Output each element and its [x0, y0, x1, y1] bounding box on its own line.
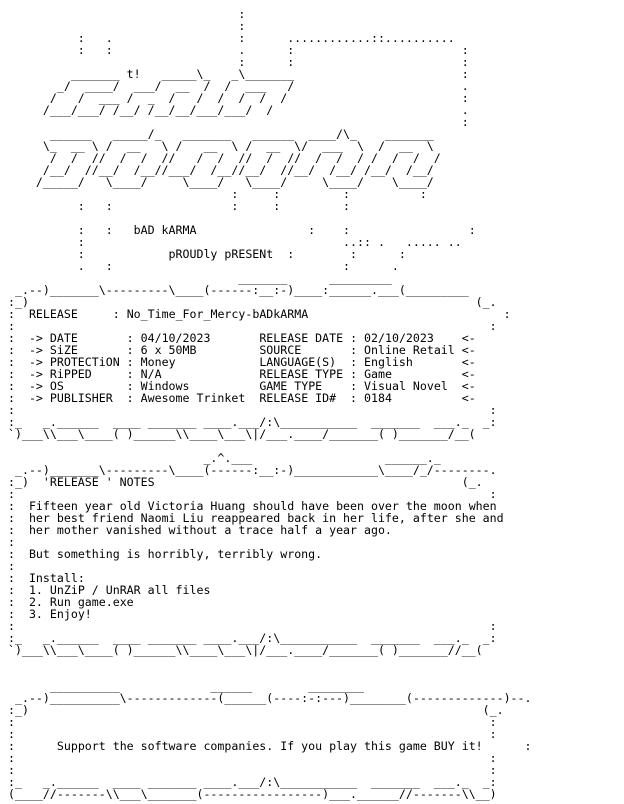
- intro-deco: : : :: [273, 247, 427, 261]
- nfo-document: : : : . : ............::.......... : : .…: [8, 7, 532, 801]
- info-label: PROTECTiON: [49, 355, 120, 369]
- info-label: DATE: [49, 331, 78, 345]
- release-name: No_Time_For_Mercy-bADkARMA: [126, 307, 309, 321]
- footer-box-top: __________ ______ ________: [8, 679, 476, 693]
- presents-line: pROUDly pRESENt: [168, 247, 274, 261]
- logo-line: / / ___ / _ / / / / / / :: [8, 91, 469, 105]
- release-box-top: _______ _________: [8, 271, 497, 285]
- notes-paragraph-line: her mother vanished without a trace half…: [28, 523, 392, 537]
- info-value: 02/10/2023: [364, 331, 434, 345]
- logo-line: _______ t! _____\_ _\_______ :: [8, 67, 469, 81]
- logo-line: : : : : :: [8, 199, 351, 213]
- info-value: Online Retail: [364, 343, 455, 357]
- logo-line: \_ __ \ / __ \ / __ \ / __ \/ ___ \ / __…: [8, 139, 434, 153]
- info-value: Windows: [140, 379, 190, 393]
- release-box-top: :_) (_.: [8, 295, 497, 309]
- logo-line: _/ ____/ ___/ __ / / ___ / .: [8, 79, 469, 93]
- logo-line: :: [8, 115, 469, 129]
- logo-line: / / // / / // / / // / // / / / / / / /: [8, 151, 441, 165]
- logo-line: : : :: [8, 55, 469, 69]
- info-value: Visual Novel: [364, 379, 448, 393]
- notes-box-bottom: :_ _.______ ____ _______ ____.___/:\____…: [8, 631, 497, 645]
- ascii-logo: : : : . : ............::.......... : : .…: [8, 7, 469, 213]
- info-value: Money: [140, 355, 176, 369]
- info-label: RiPPED: [49, 367, 92, 381]
- info-value: 0184: [364, 391, 392, 405]
- release-box-top: _.--)_______\---------\____(------:__:-)…: [8, 283, 469, 297]
- intro-deco: . : : .: [8, 259, 420, 273]
- footer-box-top: _.--)__________\-------------(______(---…: [8, 691, 532, 705]
- info-value: Game: [364, 367, 392, 381]
- info-value: N/A: [140, 367, 162, 381]
- group-name: bAD kARMA: [133, 223, 197, 237]
- install-step: 3. Enjoy!: [28, 607, 92, 621]
- intro-deco: : : :: [196, 223, 490, 237]
- install-step: 1. UnZiP / UnRAR all files: [28, 583, 211, 597]
- notes-paragraph: But something is horribly, terribly wron…: [28, 547, 323, 561]
- notes-box-top: _.--)_______\---------\____(------:__:-)…: [8, 463, 497, 477]
- intro-deco: : ..:: . ..... ..: [8, 235, 462, 249]
- info-label: RELEASE DATE: [259, 331, 344, 345]
- release-notes: : Fifteen year old Victoria Huang should…: [8, 499, 504, 621]
- logo-line: :: [8, 7, 246, 21]
- info-value: 04/10/2023: [140, 331, 211, 345]
- info-label: LANGUAGE(S): [259, 355, 337, 369]
- logo-line: : . : ............::..........: [8, 31, 455, 45]
- install-step: 2. Run game.exe: [28, 595, 134, 609]
- logo-line: : : . : :: [8, 43, 469, 57]
- info-label: RELEASE TYPE: [259, 367, 344, 381]
- info-label: SOURCE: [259, 343, 302, 357]
- notes-heading: 'RELEASE ' NOTES: [42, 475, 155, 489]
- info-value: English: [364, 355, 413, 369]
- logo-line: /___/___/ /__/ /__/__/___/___/ / .: [8, 103, 469, 117]
- footer-box-bottom: :_ _.______ ____ _______ ____.___/:\____…: [8, 775, 497, 789]
- logo-line: :: [8, 19, 246, 33]
- release-info-table: : -> DATE : 04/10/2023 RELEASE DATE : 02…: [8, 331, 476, 405]
- intro-deco: :: [8, 247, 169, 261]
- notes-paragraph-line: Fifteen year old Victoria Huang should h…: [28, 499, 497, 513]
- info-value: 6 x 50MB: [140, 343, 197, 357]
- info-label: SiZE: [49, 343, 78, 357]
- footer-box-bottom: (____//-------\\___\_______(------------…: [8, 787, 497, 801]
- intro-deco: : :: [8, 223, 134, 237]
- logo-line: ______ _____/_ _______ ______ ____/\_ __…: [8, 127, 434, 141]
- notes-box-top: _.^.___ ______._: [8, 451, 441, 465]
- release-box-bottom: `)___\\___\____( )______\\____\___\|/___…: [8, 427, 476, 441]
- footer-message: Support the software companies. If you p…: [56, 739, 483, 753]
- info-label: OS: [49, 379, 64, 393]
- info-label: RELEASE ID#: [259, 391, 337, 405]
- info-label: PUBLISHER: [49, 391, 113, 405]
- notes-box-bottom: `)___\\___\____( )______\\____\___\|/___…: [8, 643, 483, 657]
- install-heading: Install:: [28, 571, 85, 585]
- logo-line: /_____/ \____/ \____/ \____/ \____/ \___…: [8, 175, 434, 189]
- logo-line: : : : :: [8, 187, 427, 201]
- notes-paragraph-line: her best friend Naomi Liu reappeared bac…: [28, 511, 504, 525]
- info-value: Awesome Trinket: [140, 391, 246, 405]
- logo-line: /__/ //__/ /__//___/ /__//__/ //__/ /__/…: [8, 163, 434, 177]
- info-label: GAME TYPE: [259, 379, 323, 393]
- release-label: RELEASE: [28, 307, 78, 321]
- release-box-bottom: :_ _.______ ____ _______ ____.___/:\____…: [8, 415, 497, 429]
